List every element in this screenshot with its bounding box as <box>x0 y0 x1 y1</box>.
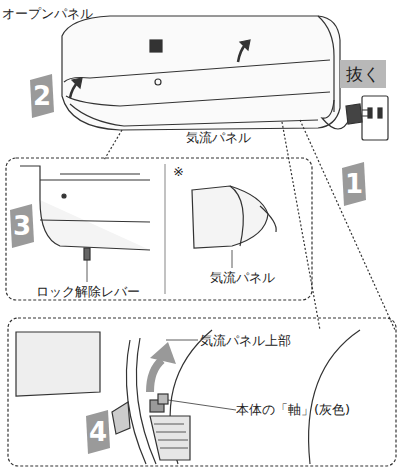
part-label: 気流パネル <box>186 130 251 146</box>
part-label: 気流パネル上部 <box>200 333 291 349</box>
action-box: 抜く <box>340 60 386 88</box>
part-label: ロック解除レバー <box>36 284 140 300</box>
part-label: オープンパネル <box>2 6 93 22</box>
part-label: ※ <box>173 164 184 180</box>
callout-number: 4 <box>85 417 111 447</box>
callout-number: 2 <box>29 81 55 111</box>
callout-number: 1 <box>341 169 367 199</box>
action-text: 抜く <box>346 63 380 86</box>
part-label: 気流パネル <box>210 270 275 286</box>
part-label: 本体の「軸」(灰色) <box>236 402 350 418</box>
callout-number: 3 <box>9 211 35 241</box>
